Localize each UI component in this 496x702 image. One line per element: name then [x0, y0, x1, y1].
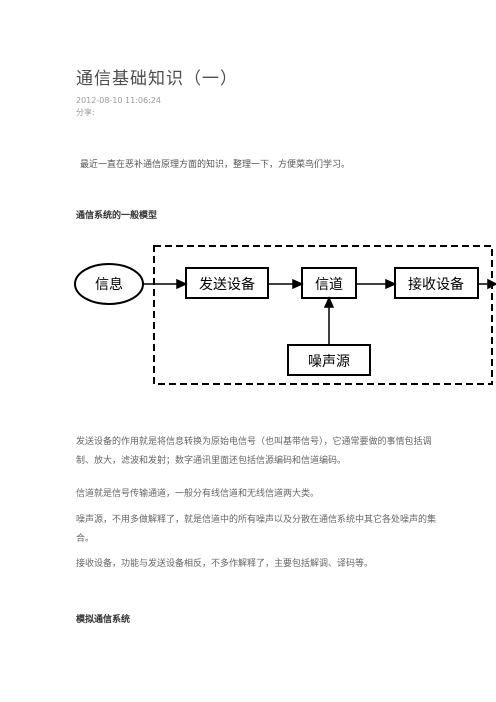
arrowhead-noise-to-channel [323, 296, 335, 308]
arrowhead-sender-to-channel [292, 278, 304, 290]
paragraph-receiver: 接收设备，功能与发送设备相反，不多作解释了，主要包括解调、译码等。 [76, 559, 374, 569]
channel-label: 信道 [315, 277, 343, 293]
arrowhead-receiver-out [487, 278, 496, 290]
section-heading-analog-system: 模拟通信系统 [76, 615, 131, 625]
receiver-node [394, 267, 479, 299]
sender-label: 发送设备 [199, 276, 255, 293]
intro-text: 最近一直在恶补通信原理方面的知识，整理一下，方便菜鸟们学习。 [80, 160, 351, 170]
receiver-label: 接收设备 [408, 276, 464, 293]
paragraph-channel: 信道就是信号传输通道，一般分有线信道和无线信道两大类。 [76, 489, 320, 499]
flow-arrows [143, 278, 496, 345]
share-link[interactable]: 分享: [76, 108, 95, 117]
section-heading-general-model: 通信系统的一般模型 [76, 211, 158, 221]
system-boundary [153, 245, 493, 385]
arrowhead-channel-to-receiver [385, 278, 397, 290]
sender-node [185, 267, 269, 299]
paragraph-sender: 发送设备的作用就是将信息转换为原始电信号（也叫基带信号），它通常要做的事情包括调… [76, 437, 432, 466]
post-date: 2012-08-10 11:06:24 [76, 96, 161, 105]
paragraph-noise: 噪声源，不用多做解释了，就是信道中的所有噪声以及分散在通信系统中其它各处噪声的集… [76, 515, 437, 544]
arrowhead-info-to-sender [176, 278, 188, 290]
noise-label: 噪声源 [308, 354, 350, 370]
info-label: 信息 [95, 276, 123, 293]
page-title: 通信基础知识（一） [76, 69, 238, 89]
channel-node [301, 267, 357, 299]
